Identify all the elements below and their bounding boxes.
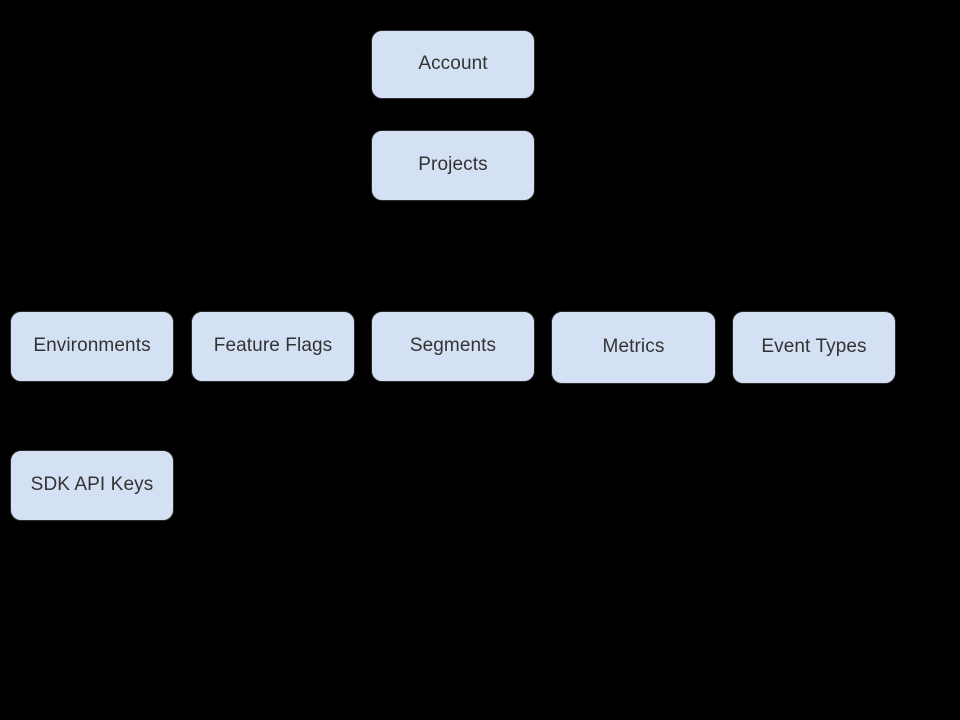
node-label: Segments: [409, 335, 497, 357]
connector-projects-to-environments: [91, 201, 454, 311]
node-metrics[interactable]: Metrics: [551, 311, 716, 384]
node-label: Feature Flags: [213, 335, 333, 357]
node-environments[interactable]: Environments: [10, 311, 174, 382]
node-label: Account: [418, 53, 488, 75]
connector-projects-to-metrics: [452, 201, 634, 311]
node-label: SDK API Keys: [30, 474, 154, 496]
node-label: Event Types: [761, 336, 867, 358]
node-sdk-api-keys[interactable]: SDK API Keys: [10, 450, 174, 521]
node-projects[interactable]: Projects: [371, 130, 535, 201]
node-label: Environments: [33, 335, 151, 357]
node-feature-flags[interactable]: Feature Flags: [191, 311, 355, 382]
node-segments[interactable]: Segments: [371, 311, 535, 382]
node-event-types[interactable]: Event Types: [732, 311, 896, 384]
node-label: Projects: [418, 154, 488, 176]
connector-projects-to-event-types: [452, 201, 815, 311]
node-label: Metrics: [602, 336, 665, 358]
node-account[interactable]: Account: [371, 30, 535, 99]
connector-projects-to-feature-flags: [272, 201, 454, 311]
